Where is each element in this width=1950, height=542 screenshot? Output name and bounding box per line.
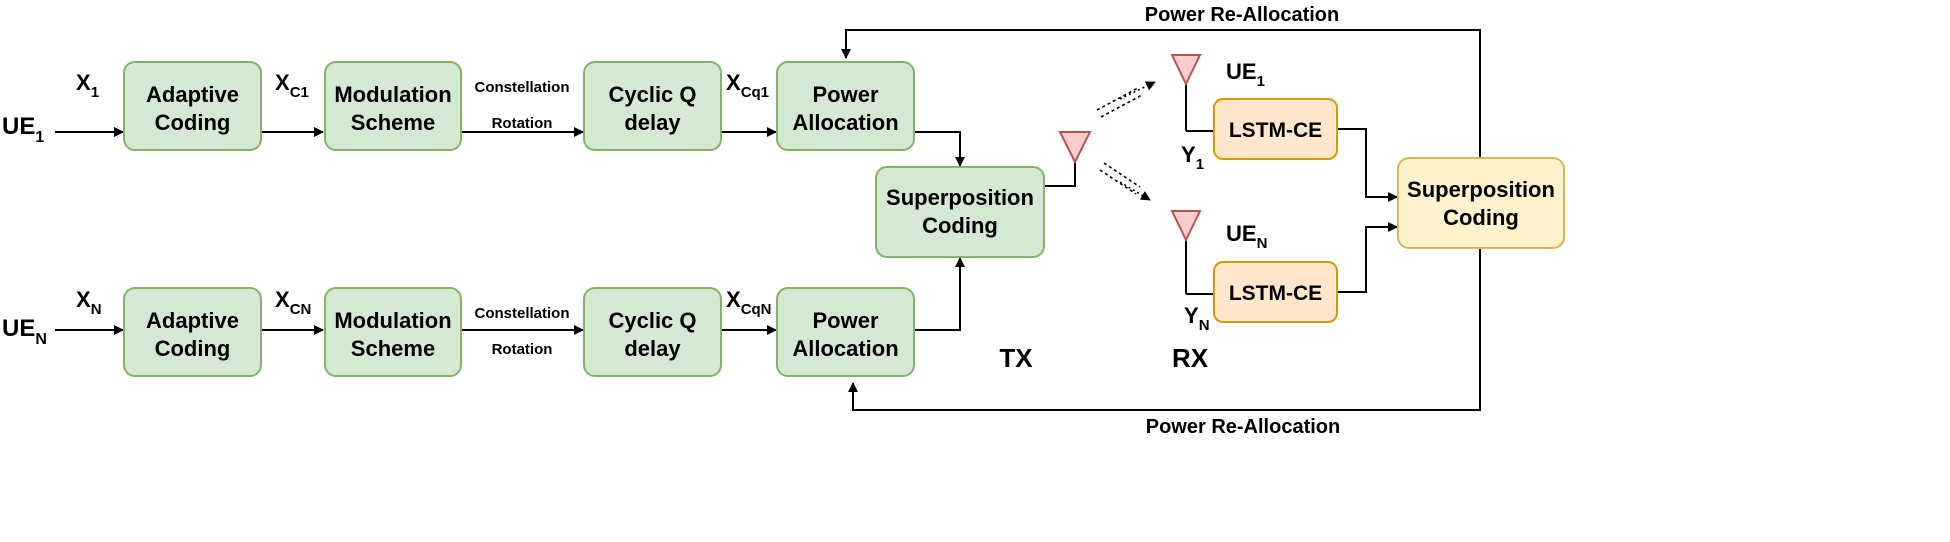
svg-text:Coding: Coding: [1443, 205, 1519, 230]
arrow-power1-to-superposition: [915, 131, 965, 167]
svg-text:Modulation: Modulation: [334, 308, 451, 333]
constellation-label-n: Constellation: [474, 305, 569, 322]
svg-text:LSTM-CE: LSTM-CE: [1229, 119, 1322, 142]
svg-text:Scheme: Scheme: [351, 110, 435, 135]
signal-xcqn-label: XCqN: [726, 287, 772, 318]
rxn-antenna-icon: [1170, 210, 1202, 243]
rx-ue1-label: UE1: [1226, 59, 1265, 90]
signal-xcq1-label: XCq1: [726, 70, 769, 101]
svg-text:Adaptive: Adaptive: [146, 82, 239, 107]
modulation-scheme-block-n: Modulation Scheme: [324, 287, 462, 377]
svg-text:Adaptive: Adaptive: [146, 308, 239, 333]
svg-text:Superposition: Superposition: [886, 185, 1034, 210]
svg-text:Coding: Coding: [922, 213, 998, 238]
superposition-coding-tx-block: Superposition Coding: [875, 166, 1045, 258]
arrow-lstm1-to-superposition-rx: [1338, 128, 1398, 202]
svg-text:Coding: Coding: [155, 110, 231, 135]
wireless-beam-1: [1096, 81, 1156, 118]
svg-text:Modulation: Modulation: [334, 82, 451, 107]
signal-x1-label: X1: [76, 70, 99, 101]
svg-text:Cyclic Q: Cyclic Q: [608, 308, 696, 333]
tx-section-label: TX: [999, 343, 1033, 373]
input-uen-label: UEN: [2, 315, 47, 348]
signal-xn-label: XN: [76, 287, 102, 318]
power-reallocation-bottom-label: Power Re-Allocation: [1146, 416, 1340, 438]
power-allocation-block-n: Power Allocation: [776, 287, 915, 377]
svg-text:Allocation: Allocation: [792, 110, 898, 135]
svg-text:Coding: Coding: [155, 336, 231, 361]
input-ue1-label: UE1: [2, 113, 44, 146]
rotation-label-n: Rotation: [492, 341, 553, 358]
svg-text:Superposition: Superposition: [1407, 177, 1555, 202]
arrow-powern-to-superposition: [915, 257, 965, 331]
signal-xcn-label: XCN: [275, 287, 311, 318]
rx-section-label: RX: [1172, 343, 1209, 373]
signal-xc1-label: XC1: [275, 70, 309, 101]
cyclic-q-delay-block-n: Cyclic Q delay: [583, 287, 722, 377]
lstm-ce-block-n: LSTM-CE: [1213, 261, 1338, 323]
tx-antenna-icon: [1058, 131, 1092, 165]
lstm-ce-block-1: LSTM-CE: [1213, 98, 1338, 160]
power-allocation-block-1: Power Allocation: [776, 61, 915, 151]
rx-uen-label: UEN: [1226, 221, 1267, 252]
arrow-lstmn-to-superposition-rx: [1338, 222, 1398, 293]
rotation-label-1: Rotation: [492, 115, 553, 132]
svg-text:Power: Power: [812, 308, 878, 333]
cyclic-q-delay-block-1: Cyclic Q delay: [583, 61, 722, 151]
svg-text:delay: delay: [624, 110, 681, 135]
wireless-beam-n: [1099, 162, 1151, 201]
svg-text:Cyclic Q: Cyclic Q: [608, 82, 696, 107]
adaptive-coding-block-1: Adaptive Coding: [123, 61, 262, 151]
feedback-top-path: [841, 29, 1481, 158]
svg-text:LSTM-CE: LSTM-CE: [1229, 282, 1322, 305]
svg-text:Allocation: Allocation: [792, 336, 898, 361]
modulation-scheme-block-1: Modulation Scheme: [324, 61, 462, 151]
rx-y1-label: Y1: [1181, 142, 1204, 173]
rx-yn-label: YN: [1184, 303, 1210, 334]
power-reallocation-top-label: Power Re-Allocation: [1145, 4, 1339, 26]
constellation-label-1: Constellation: [474, 79, 569, 96]
superposition-coding-rx-block: Superposition Coding: [1397, 157, 1565, 249]
svg-text:Power: Power: [812, 82, 878, 107]
svg-text:Scheme: Scheme: [351, 336, 435, 361]
rx1-antenna-icon: [1170, 54, 1202, 87]
tx-feed-line: [1045, 162, 1076, 187]
svg-text:delay: delay: [624, 336, 681, 361]
feedback-bottom-path: [848, 248, 1481, 411]
adaptive-coding-block-n: Adaptive Coding: [123, 287, 262, 377]
